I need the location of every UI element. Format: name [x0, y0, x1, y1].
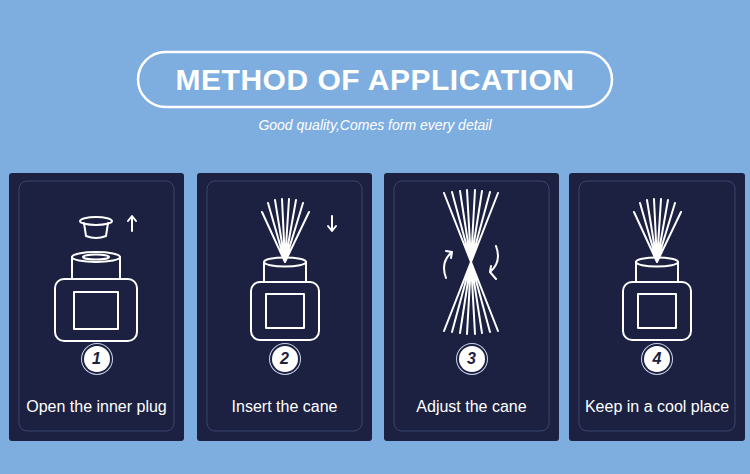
bottle-reeds [251, 199, 336, 340]
bottle-open [55, 216, 137, 341]
subtitle: Good quality,Comes form every detail [258, 117, 491, 133]
panel-frames [19, 181, 735, 431]
step-panel: Open the inner plug 1 [9, 173, 184, 441]
title-pill [138, 52, 612, 107]
callout-number: 3 [459, 346, 485, 372]
bottle-reeds [623, 199, 691, 340]
step-caption: Keep in a cool place [585, 398, 729, 416]
step-number: 1 [84, 350, 110, 368]
step-number: 2 [272, 350, 298, 368]
callout-number: 4 [644, 346, 670, 372]
title-text: METHOD OF APPLICATION [176, 63, 575, 97]
reeds-flip [444, 190, 498, 334]
callout-number: 2 [272, 346, 298, 372]
step-panel: Insert the cane 2 [197, 173, 372, 441]
step-panel: Keep in a cool place 4 [569, 173, 745, 441]
step-caption: Open the inner plug [26, 398, 167, 416]
step-caption: Insert the cane [232, 398, 338, 416]
step-caption: Adjust the cane [416, 398, 526, 416]
step-number: 4 [644, 350, 670, 368]
step-panel: Adjust the cane 3 [384, 173, 559, 441]
panel-grounds [9, 173, 745, 441]
callout-number: 1 [84, 346, 110, 372]
step-number: 3 [459, 350, 485, 368]
